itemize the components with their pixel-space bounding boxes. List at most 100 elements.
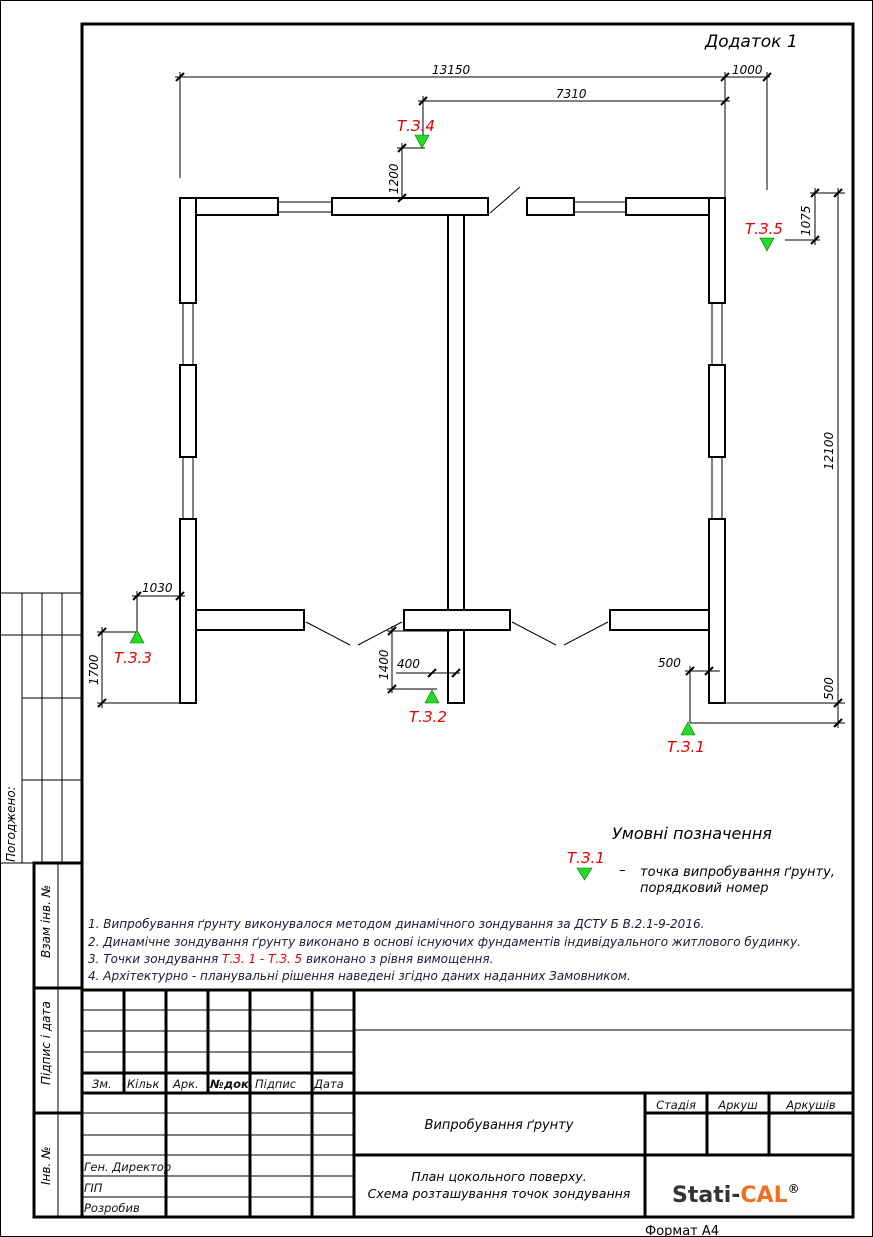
marker-icon	[680, 721, 696, 736]
test-point-t32: Т.З.2	[409, 689, 447, 726]
drawing-line	[418, 96, 428, 106]
sheet-label: Додаток 1	[704, 32, 798, 52]
drawing-line	[175, 72, 185, 82]
drawing-text: Т.З.2	[409, 708, 447, 726]
drawing-text: ГІП	[84, 1181, 103, 1195]
drawing-text: точка випробування ґрунту,	[640, 865, 835, 880]
drawing-text: Зм.	[92, 1077, 112, 1091]
marker-icon	[576, 867, 593, 881]
marker-icon	[759, 237, 775, 252]
drawing-text: –	[619, 863, 626, 878]
drawing-text: 1000	[732, 63, 763, 77]
drawing-line	[711, 456, 723, 520]
drawing-text: порядковий номер	[640, 881, 769, 896]
drawing-text: Розробив	[84, 1201, 140, 1215]
drawing-line	[708, 197, 726, 304]
project-name: Випробування ґрунту	[425, 1118, 574, 1133]
legend: Умовні позначення Т.З.1 – точка випробув…	[567, 824, 835, 896]
marker-icon	[424, 689, 440, 704]
drawing-line	[573, 201, 627, 213]
drawing-line	[387, 626, 397, 636]
drawing-line	[704, 666, 714, 676]
drawing-text: 500	[822, 677, 836, 700]
drawing-text: 400	[397, 657, 420, 671]
drawing-line	[451, 668, 461, 678]
drawing-text: Stati-	[672, 1183, 740, 1208]
drawing-text: Аркушів	[785, 1098, 836, 1112]
drawing-line	[403, 609, 511, 631]
format-label: Формат А4	[645, 1224, 719, 1237]
dimension-labels: 13150 1000 7310 1200 1075 12100 500 500 …	[87, 63, 836, 700]
drawing-text: 1030	[142, 581, 173, 595]
agreed-label: Погоджено:	[4, 786, 18, 862]
title-block: Зм. Кільк Арк. №док. Підпис Дата Ген. Ди…	[80, 988, 855, 1237]
drawing-text: Кільк	[127, 1077, 159, 1091]
marker-icon	[414, 134, 430, 149]
drawing-line	[563, 621, 609, 646]
drawing-line	[387, 684, 397, 694]
drawing-line	[397, 193, 407, 203]
drawing-line	[80, 988, 855, 1219]
logo: Stati-CAL®	[672, 1182, 800, 1208]
drawing-text: CAL	[740, 1183, 787, 1208]
drawing-line	[427, 668, 437, 678]
drawing-line	[175, 591, 185, 601]
drawing-line	[179, 518, 197, 704]
drawing-text: Умовні позначення	[612, 824, 772, 843]
inv-replace-label: Взам інв. №	[39, 885, 53, 958]
drawing-text: 13150	[432, 63, 471, 77]
drawing-line	[179, 364, 197, 458]
drawing-line	[489, 186, 521, 214]
drawing-line	[397, 143, 407, 153]
test-point-t31: Т.З.1	[667, 721, 705, 756]
drawing-text: 1075	[799, 205, 813, 236]
drawing-line	[762, 72, 772, 82]
drawing-text: Стадія	[656, 1098, 696, 1112]
drawing-text: Арк.	[172, 1077, 199, 1091]
notes: 1. Випробування ґрунту виконувалося мето…	[88, 917, 801, 983]
drawing-line	[305, 621, 351, 646]
marker-icon	[129, 629, 145, 644]
drawing-text: ®	[788, 1182, 800, 1196]
drawing-line	[526, 197, 575, 216]
drawing-text: Дата	[313, 1077, 344, 1091]
floor-plan	[179, 186, 726, 704]
drawing-line	[833, 188, 843, 198]
drawing-text: 1200	[387, 163, 401, 194]
drawing-text: 4. Архітектурно - планувальні рішення на…	[88, 969, 631, 983]
drawing-line	[277, 201, 333, 213]
drawing-line	[182, 456, 194, 520]
drawing-line	[97, 627, 107, 637]
drawing-line	[685, 666, 695, 676]
drawing-text: 3. Точки зондування Т.З. 1 - Т.З. 5 вико…	[88, 952, 493, 966]
drawing-text: Т.З.5	[745, 220, 783, 238]
drawing-text: 3. Точки зондування	[88, 952, 222, 966]
drawing-line	[82, 1009, 354, 1198]
drawing-text: 500	[658, 656, 681, 670]
drawing-line	[720, 96, 730, 106]
drawing-line	[711, 302, 723, 366]
drawing-text: Т.З.4	[397, 117, 435, 135]
drawing-line	[810, 188, 820, 198]
drawing-line	[708, 364, 726, 458]
drawing-line	[331, 197, 489, 216]
drawing-line	[708, 518, 726, 704]
drawing-line	[511, 621, 557, 646]
drawing-text: Ген. Директор	[84, 1160, 171, 1174]
sign-date-label: Підпис і дата	[39, 1001, 53, 1085]
drawing-line	[810, 235, 820, 245]
test-point-t34: Т.З.4	[397, 117, 435, 149]
drawing-text: Т.З.3	[114, 649, 152, 667]
drawing-text: Т.З.1	[667, 738, 705, 756]
drawing-text: виконано з рівня вимощення.	[302, 952, 493, 966]
drawing-line	[720, 72, 730, 82]
drawing-line	[447, 629, 465, 704]
drawing-line	[609, 609, 710, 631]
drawing-text: Т.З. 1 - Т.З. 5	[222, 952, 302, 966]
drawing-line	[97, 698, 107, 708]
dimensions	[97, 72, 845, 728]
drawing-text: №док.	[209, 1077, 253, 1091]
side-stamp: Погоджено: Взам інв. № Підпис і дата Інв…	[0, 592, 84, 1219]
drawing-text: 7310	[556, 87, 587, 101]
